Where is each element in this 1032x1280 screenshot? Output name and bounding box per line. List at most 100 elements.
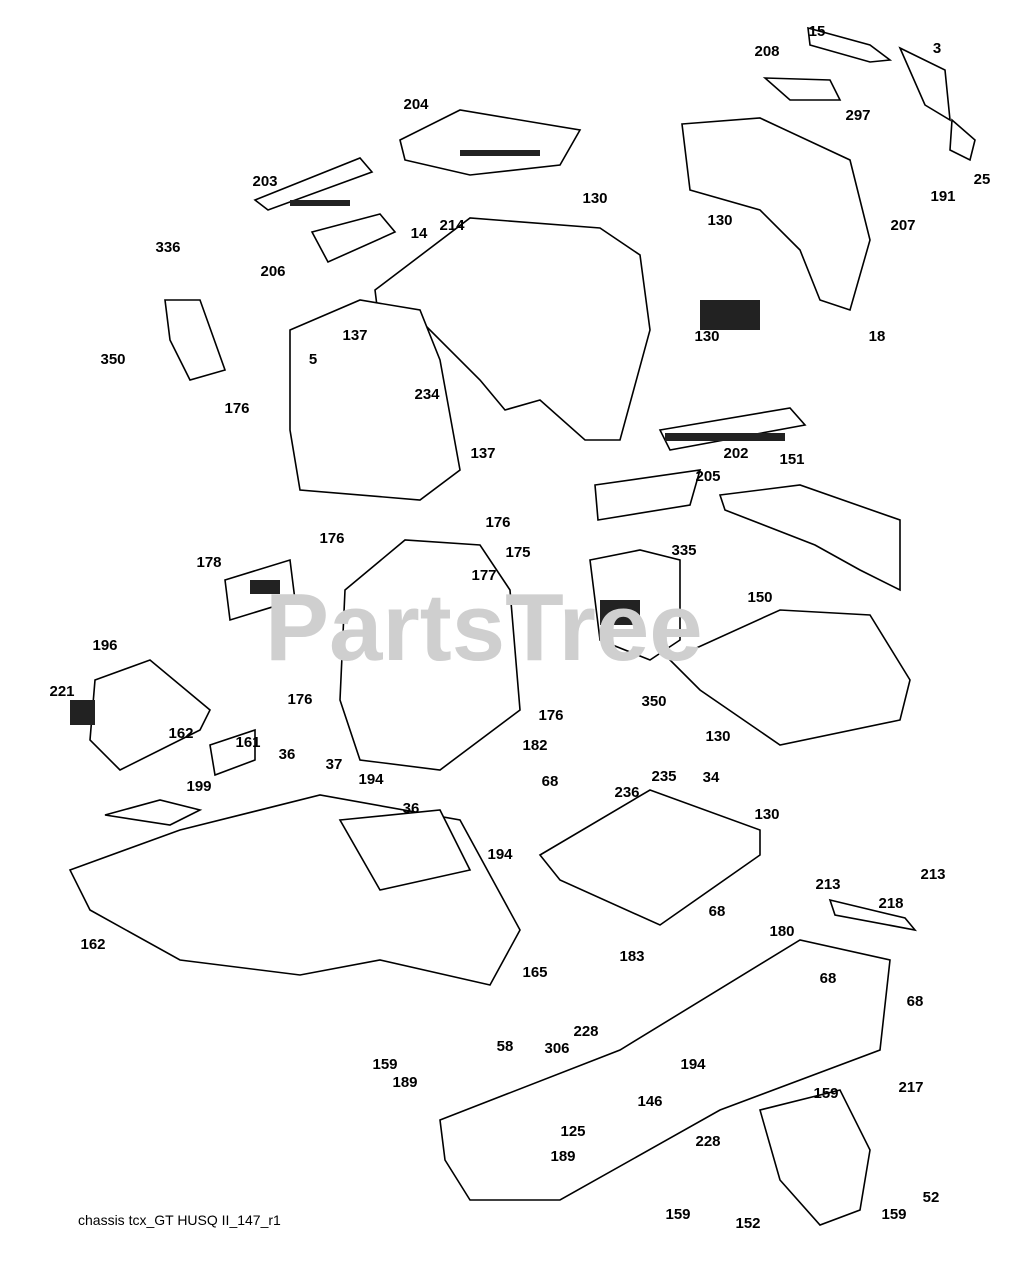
grille-hatch (600, 600, 640, 625)
part-label-146: 146 (637, 1093, 662, 1110)
hood-top-panel (399, 109, 582, 176)
part-label-159: 159 (372, 1056, 397, 1073)
bumper-side-piece (898, 46, 951, 122)
part-label-182: 182 (522, 737, 547, 754)
grille-hatch (460, 150, 540, 156)
part-label-177: 177 (471, 567, 496, 584)
part-label-165: 165 (522, 964, 547, 981)
part-label-176: 176 (287, 691, 312, 708)
part-label-150: 150 (747, 589, 772, 606)
part-label-178: 178 (196, 554, 221, 571)
part-label-68: 68 (542, 773, 559, 790)
part-label-350: 350 (100, 351, 125, 368)
part-label-213: 213 (815, 876, 840, 893)
front-grille (658, 407, 807, 451)
grille-hatch (290, 200, 350, 206)
part-label-176: 176 (319, 530, 344, 547)
part-label-235: 235 (651, 768, 676, 785)
plate-199 (104, 799, 203, 826)
part-label-194: 194 (487, 846, 513, 863)
watermark-logo: PartsTree (265, 574, 703, 681)
part-label-152: 152 (735, 1215, 760, 1232)
fender-cover-196 (89, 659, 211, 771)
part-label-228: 228 (695, 1133, 720, 1150)
part-label-68: 68 (907, 993, 924, 1010)
side-grille-left (253, 157, 374, 211)
part-label-159: 159 (813, 1085, 838, 1102)
grille-hatch (665, 433, 785, 441)
part-label-161: 161 (235, 734, 260, 751)
bracket-218 (828, 898, 918, 932)
part-label-203: 203 (252, 173, 277, 190)
part-label-189: 189 (392, 1074, 417, 1091)
grille-hatch (700, 300, 760, 330)
part-label-199: 199 (186, 778, 211, 795)
part-label-18: 18 (869, 328, 886, 345)
part-label-180: 180 (769, 923, 794, 940)
part-label-191: 191 (930, 188, 955, 205)
part-label-213: 213 (920, 866, 945, 883)
grille-hatch (70, 700, 95, 725)
part-label-350: 350 (641, 693, 666, 710)
part-label-221: 221 (49, 683, 74, 700)
part-label-130: 130 (754, 806, 779, 823)
part-label-162: 162 (80, 936, 105, 953)
part-label-306: 306 (544, 1040, 569, 1057)
side-panel-336 (164, 299, 227, 381)
part-label-183: 183 (619, 948, 644, 965)
part-label-68: 68 (820, 970, 837, 987)
part-label-176: 176 (224, 400, 249, 417)
part-label-130: 130 (705, 728, 730, 745)
part-label-52: 52 (923, 1189, 940, 1206)
part-label-159: 159 (881, 1206, 906, 1223)
part-label-207: 207 (890, 217, 915, 234)
part-label-196: 196 (92, 637, 117, 654)
part-label-297: 297 (845, 107, 870, 124)
pedal-opening (338, 809, 472, 891)
part-label-162: 162 (168, 725, 193, 742)
part-label-5: 5 (309, 351, 317, 368)
part-label-137: 137 (342, 327, 367, 344)
dash-support-182 (339, 539, 521, 771)
part-label-208: 208 (754, 43, 779, 60)
part-label-37: 37 (326, 756, 343, 773)
bracket-151 (718, 484, 901, 592)
part-label-68: 68 (709, 903, 726, 920)
part-label-3: 3 (933, 40, 941, 57)
part-label-217: 217 (898, 1079, 923, 1096)
plate-34 (538, 789, 761, 926)
part-label-176: 176 (485, 514, 510, 531)
part-label-130: 130 (582, 190, 607, 207)
part-label-130: 130 (694, 328, 719, 345)
part-label-175: 175 (505, 544, 530, 561)
frame-chassis (439, 939, 891, 1201)
part-label-205: 205 (695, 468, 720, 485)
part-label-234: 234 (414, 386, 440, 403)
part-label-176: 176 (538, 707, 563, 724)
part-label-194: 194 (358, 771, 384, 788)
grille-trim-205 (594, 469, 702, 521)
part-label-25: 25 (974, 171, 991, 188)
part-label-151: 151 (779, 451, 804, 468)
part-label-159: 159 (665, 1206, 690, 1223)
part-label-335: 335 (671, 542, 696, 559)
diagram-caption: chassis tcx_GT HUSQ II_147_r1 (78, 1212, 281, 1228)
cover-161 (209, 728, 256, 777)
part-label-218: 218 (878, 895, 903, 912)
part-label-336: 336 (155, 239, 180, 256)
parts-drawing (68, 26, 976, 1226)
part-label-15: 15 (809, 23, 826, 40)
part-label-189: 189 (550, 1148, 575, 1165)
front-bumper (681, 117, 871, 312)
dash-console (289, 299, 461, 501)
part-label-36: 36 (403, 800, 420, 817)
part-label-206: 206 (260, 263, 285, 280)
shroud-150 (668, 609, 911, 746)
part-label-236: 236 (614, 784, 639, 801)
part-label-125: 125 (560, 1123, 585, 1140)
part-label-58: 58 (497, 1038, 514, 1055)
part-label-194: 194 (680, 1056, 706, 1073)
